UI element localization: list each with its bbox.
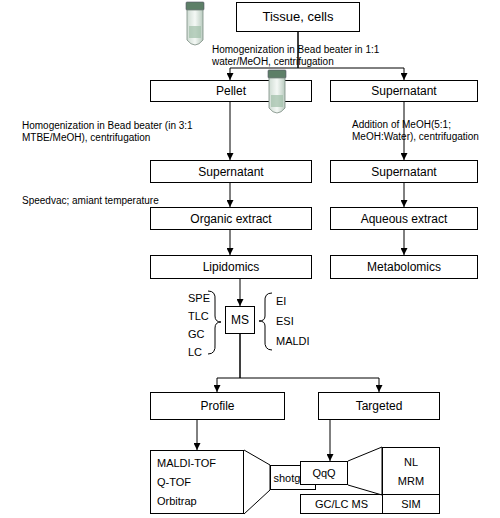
node-text: Metabolomics xyxy=(367,260,441,274)
node-text: Organic extract xyxy=(190,212,271,226)
analysis-box: Lipidomics xyxy=(150,255,312,279)
process-box: Supernatant xyxy=(330,160,478,183)
step-note: Speedvac; amiant temperature xyxy=(22,195,212,207)
node-text: MS xyxy=(231,313,249,327)
technique-label: GC xyxy=(188,328,218,340)
node-text: Aqueous extract xyxy=(361,212,448,226)
node-text: Supernatant xyxy=(371,165,436,179)
extract-box: Organic extract xyxy=(150,207,312,230)
node-text: MALDI-TOF xyxy=(157,456,216,470)
ms-box: MS xyxy=(225,306,255,334)
process-box: Supernatant xyxy=(150,160,312,183)
node-text: Supernatant xyxy=(198,165,263,179)
technique-label: SPE xyxy=(188,292,218,304)
flow-arrow xyxy=(240,334,379,392)
technique-label: TLC xyxy=(188,310,218,322)
technique-label: ESI xyxy=(276,315,326,327)
technique-label: EI xyxy=(276,295,326,307)
step-note: Homogenization in Bead beater (in 3:1 MT… xyxy=(22,120,212,144)
node-text: Orbitrap xyxy=(157,494,197,508)
extract-box: Aqueous extract xyxy=(330,207,478,230)
instrument-box: QqQ xyxy=(300,461,348,485)
flow-arrow xyxy=(404,183,405,207)
mode-box: Profile xyxy=(150,392,285,420)
flow-arrow xyxy=(404,230,405,255)
flow-arrow xyxy=(240,279,241,306)
technique-label: LC xyxy=(188,346,218,358)
process-box: Pellet xyxy=(150,80,312,102)
node-text: QqQ xyxy=(312,466,335,480)
flow-arrow xyxy=(217,334,240,392)
node-text: Lipidomics xyxy=(203,260,260,274)
analysis-box: Metabolomics xyxy=(330,255,478,279)
flow-arrow xyxy=(330,420,331,461)
node-text: Tissue, cells xyxy=(262,10,333,24)
flow-arrow xyxy=(230,230,231,255)
flow-arrow xyxy=(230,183,231,207)
method-box: SIM xyxy=(382,494,440,514)
step-note: Homogenization in Bead beater in 1:1 wat… xyxy=(212,44,412,68)
node-text: Profile xyxy=(200,399,234,413)
process-box: Supernatant xyxy=(330,80,478,102)
instrument-box: MALDI-TOF Q-TOF Orbitrap xyxy=(150,450,244,514)
instrument-box: GC/LC MS xyxy=(300,494,383,514)
method-box: NL MRM xyxy=(382,447,440,495)
node-text: SIM xyxy=(401,497,421,511)
sample-box: Tissue, cells xyxy=(236,2,360,32)
step-note: Addition of MeOH(5:1; MeOH:Water), centr… xyxy=(352,119,482,143)
node-text: NL xyxy=(404,455,418,469)
node-text: GC/LC MS xyxy=(315,497,368,511)
flow-arrow xyxy=(197,420,198,450)
node-text: Q-TOF xyxy=(157,475,191,489)
tube-illustration xyxy=(186,2,204,45)
node-text: MRM xyxy=(398,474,424,488)
bracket-connector xyxy=(348,447,382,495)
technique-label: MALDI xyxy=(276,335,326,347)
node-text: Supernatant xyxy=(371,84,436,98)
node-text: Targeted xyxy=(356,399,403,413)
bracket-connector xyxy=(244,450,270,514)
left-brace xyxy=(259,293,272,350)
flow-arrow xyxy=(230,102,231,160)
mode-box: Targeted xyxy=(318,392,440,420)
node-text: Pellet xyxy=(216,84,246,98)
